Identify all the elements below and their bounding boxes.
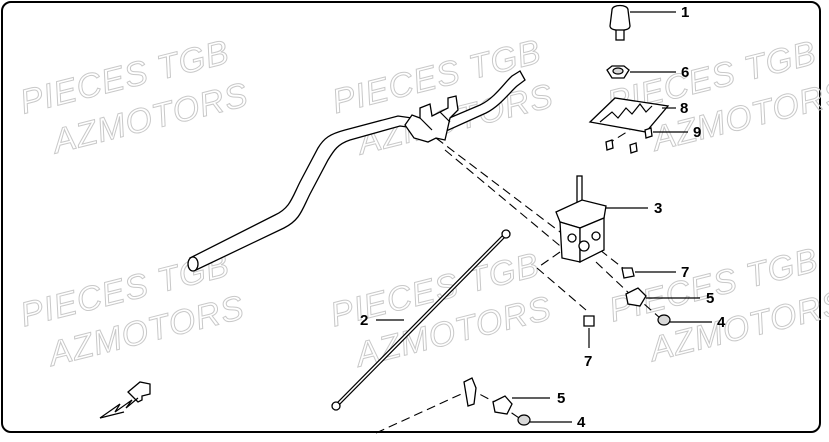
watermark-group: PIECES TGB AZMOTORS PIECES TGB AZMOTORS … xyxy=(16,32,829,375)
part-nut-lower xyxy=(517,414,572,426)
callout-9: 9 xyxy=(693,124,701,141)
callout-8: 8 xyxy=(680,100,688,117)
callout-5-upper: 5 xyxy=(706,290,714,307)
part-clip-upper xyxy=(625,287,700,307)
frame-tube xyxy=(187,70,526,272)
callout-4-upper: 4 xyxy=(717,314,726,331)
callout-2: 2 xyxy=(360,312,368,329)
part-clip-lower xyxy=(492,395,550,415)
front-arrow-icon xyxy=(99,381,151,419)
part-gate-plate xyxy=(588,97,676,133)
part-nut xyxy=(606,65,676,79)
callout-4-lower: 4 xyxy=(577,414,586,431)
part-screws xyxy=(605,127,688,154)
part-nut-upper xyxy=(657,314,712,326)
callout-5-lower: 5 xyxy=(557,390,565,407)
callout-labels: 1 6 8 9 3 7 5 4 2 7 5 4 xyxy=(360,4,726,431)
callout-6: 6 xyxy=(681,64,689,81)
callout-7-upper: 7 xyxy=(681,264,689,281)
part-shift-rod xyxy=(331,229,511,411)
part-bolt-lower xyxy=(583,315,595,348)
part-shift-lever xyxy=(555,175,648,264)
mounting-bracket xyxy=(404,95,459,143)
callout-3: 3 xyxy=(654,200,662,217)
part-bolt-upper xyxy=(621,267,676,279)
part-shift-knob xyxy=(609,4,676,41)
callout-7-lower: 7 xyxy=(584,353,592,370)
diagram-frame xyxy=(1,1,821,433)
callout-1: 1 xyxy=(681,4,689,21)
